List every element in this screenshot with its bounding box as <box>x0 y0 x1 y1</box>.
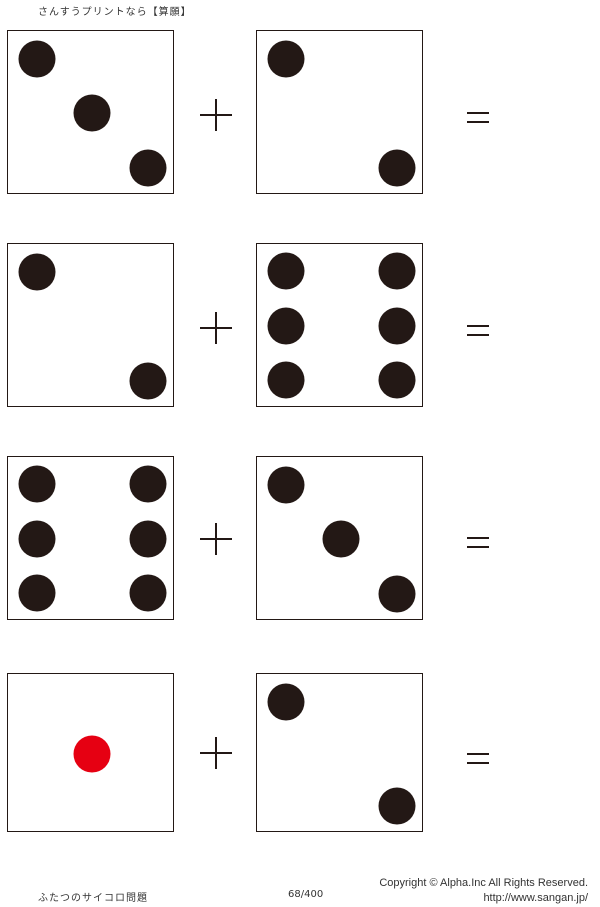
pip-icon <box>18 40 56 78</box>
die-right-six <box>256 243 423 407</box>
die-left-one <box>7 673 174 832</box>
pip-icon <box>267 466 305 504</box>
pip-icon <box>73 94 111 132</box>
pip-icon <box>378 361 416 399</box>
pip-icon <box>322 520 360 558</box>
equals-sign <box>467 112 489 123</box>
pip-icon <box>18 520 56 558</box>
pip-icon <box>18 574 56 612</box>
equals-sign <box>467 753 489 764</box>
plus-sign <box>200 99 232 131</box>
pip-icon <box>267 40 305 78</box>
equals-sign <box>467 537 489 548</box>
die-left-two <box>7 243 174 407</box>
die-right-two <box>256 673 423 832</box>
pip-icon <box>267 252 305 290</box>
die-left-six <box>7 456 174 620</box>
pip-icon-red <box>73 735 111 773</box>
pip-icon <box>267 683 305 721</box>
pip-icon <box>378 307 416 345</box>
pip-icon <box>267 307 305 345</box>
pip-icon <box>129 574 167 612</box>
die-left-three <box>7 30 174 194</box>
copyright-block: Copyright © Alpha.Inc All Rights Reserve… <box>379 876 588 906</box>
pip-icon <box>378 787 416 825</box>
pip-icon <box>129 149 167 187</box>
pip-icon <box>129 362 167 400</box>
pip-icon <box>378 149 416 187</box>
pip-icon <box>378 575 416 613</box>
worksheet-title: ふたつのサイコロ問題 <box>38 893 148 904</box>
die-right-two <box>256 30 423 194</box>
copyright-text: Copyright © Alpha.Inc All Rights Reserve… <box>379 877 588 889</box>
plus-sign <box>200 737 232 769</box>
page-number: 68/400 <box>288 889 324 900</box>
pip-icon <box>129 465 167 503</box>
pip-icon <box>129 520 167 558</box>
die-right-three <box>256 456 423 620</box>
site-header-title: さんすうプリントなら【算願】 <box>38 7 192 18</box>
site-url-link[interactable]: http://www.sangan.jp/ <box>483 892 588 904</box>
pip-icon <box>267 361 305 399</box>
plus-sign <box>200 523 232 555</box>
plus-sign <box>200 312 232 344</box>
equals-sign <box>467 325 489 336</box>
pip-icon <box>18 253 56 291</box>
pip-icon <box>378 252 416 290</box>
pip-icon <box>18 465 56 503</box>
